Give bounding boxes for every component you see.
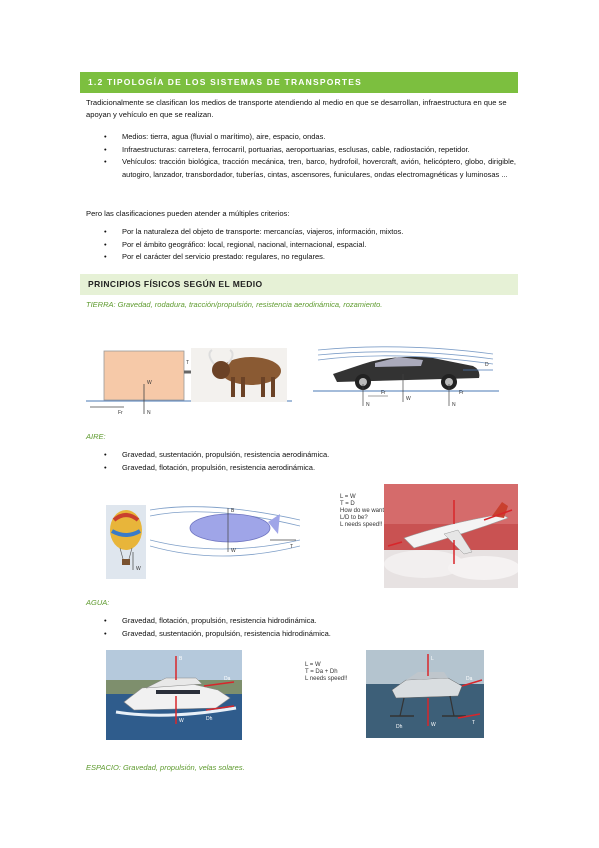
svg-text:Dh: Dh <box>206 716 213 722</box>
yacht-forces-image: B W Da Dh <box>106 650 242 740</box>
svg-text:W: W <box>179 718 184 724</box>
svg-text:N: N <box>366 402 370 408</box>
svg-text:B: B <box>231 508 235 514</box>
aire-list: •Gravedad, sustentación, propulsión, res… <box>100 449 516 474</box>
subsection-title: PRINCIPIOS FÍSICOS SEGÚN EL MEDIO <box>88 279 263 289</box>
svg-text:W: W <box>431 722 436 728</box>
hot-air-balloon-image <box>106 505 146 579</box>
agua-list: •Gravedad, flotación, propulsión, resist… <box>100 615 516 640</box>
svg-text:B: B <box>179 656 183 662</box>
list-item: •Vehículos: tracción biológica, tracción… <box>104 157 516 179</box>
svg-text:D: D <box>485 362 489 368</box>
svg-text:W: W <box>231 548 236 554</box>
list-item: •Por el carácter del servicio prestado: … <box>104 252 326 261</box>
list-item: •Gravedad, flotación, propulsión, resist… <box>104 616 317 625</box>
svg-text:T: T <box>186 360 189 366</box>
subsection-header-bar: PRINCIPIOS FÍSICOS SEGÚN EL MEDIO <box>80 274 518 295</box>
svg-text:Da: Da <box>224 676 231 682</box>
intro-paragraph: Tradicionalmente se clasifican los medio… <box>86 98 507 119</box>
airplane-forces-image <box>384 484 518 588</box>
list-item: •Gravedad, flotación, propulsión, resist… <box>104 462 316 472</box>
svg-text:N: N <box>452 402 456 408</box>
hydrofoil-note: L = W T = Da + Dh L needs speed!! <box>305 662 348 682</box>
list-item: •Gravedad, sustentación, propulsión, res… <box>104 628 331 638</box>
svg-text:Dh: Dh <box>396 724 403 730</box>
classification-list: •Medios: tierra, agua (fluvial o marítim… <box>100 131 516 181</box>
svg-text:W: W <box>136 566 141 572</box>
car-airflow-figure: D W N N Fr Fr <box>313 346 499 408</box>
aire-label: AIRE: <box>86 432 106 441</box>
section-header-bar: 1.2 TIPOLOGÍA DE LOS SISTEMAS DE TRANSPO… <box>80 72 518 93</box>
hydrofoil-forces-image: L W Da Dh T <box>366 650 484 738</box>
ox-pulling-block-figure: T W N Fr <box>86 348 292 416</box>
svg-text:Fr: Fr <box>459 390 464 396</box>
balloon-weight-arrow: W <box>132 552 141 572</box>
criteria-list: •Por la naturaleza del objeto de transpo… <box>100 226 516 264</box>
list-item: •Gravedad, sustentación, propulsión, res… <box>104 450 330 459</box>
espacio-line: ESPACIO: Gravedad, propulsión, velas sol… <box>86 763 245 772</box>
airship-diagram: B W T <box>150 506 300 557</box>
svg-text:N: N <box>147 410 151 416</box>
svg-text:L: L <box>431 656 434 662</box>
list-item: •Medios: tierra, agua (fluvial o marítim… <box>104 132 326 141</box>
section-title: 1.2 TIPOLOGÍA DE LOS SISTEMAS DE TRANSPO… <box>88 77 362 87</box>
svg-text:Fr: Fr <box>381 390 386 396</box>
agua-label: AGUA: <box>86 598 110 607</box>
list-item: •Infraestructuras: carretera, ferrocarri… <box>104 144 470 154</box>
list-item: •Por el ámbito geográfico: local, region… <box>104 239 367 249</box>
list-item: •Por la naturaleza del objeto de transpo… <box>104 227 404 236</box>
svg-text:Fr: Fr <box>118 410 123 416</box>
criteria-intro: Pero las clasificaciones pueden atender … <box>86 209 290 218</box>
svg-text:W: W <box>406 396 411 402</box>
tierra-line: TIERRA: Gravedad, rodadura, tracción/pro… <box>86 300 383 309</box>
svg-text:Da: Da <box>466 676 473 682</box>
svg-text:T: T <box>472 720 475 726</box>
svg-text:T: T <box>290 544 293 550</box>
svg-text:W: W <box>147 380 152 386</box>
plane-note: L = W T = D How do we want L/D to be? L … <box>340 494 385 528</box>
